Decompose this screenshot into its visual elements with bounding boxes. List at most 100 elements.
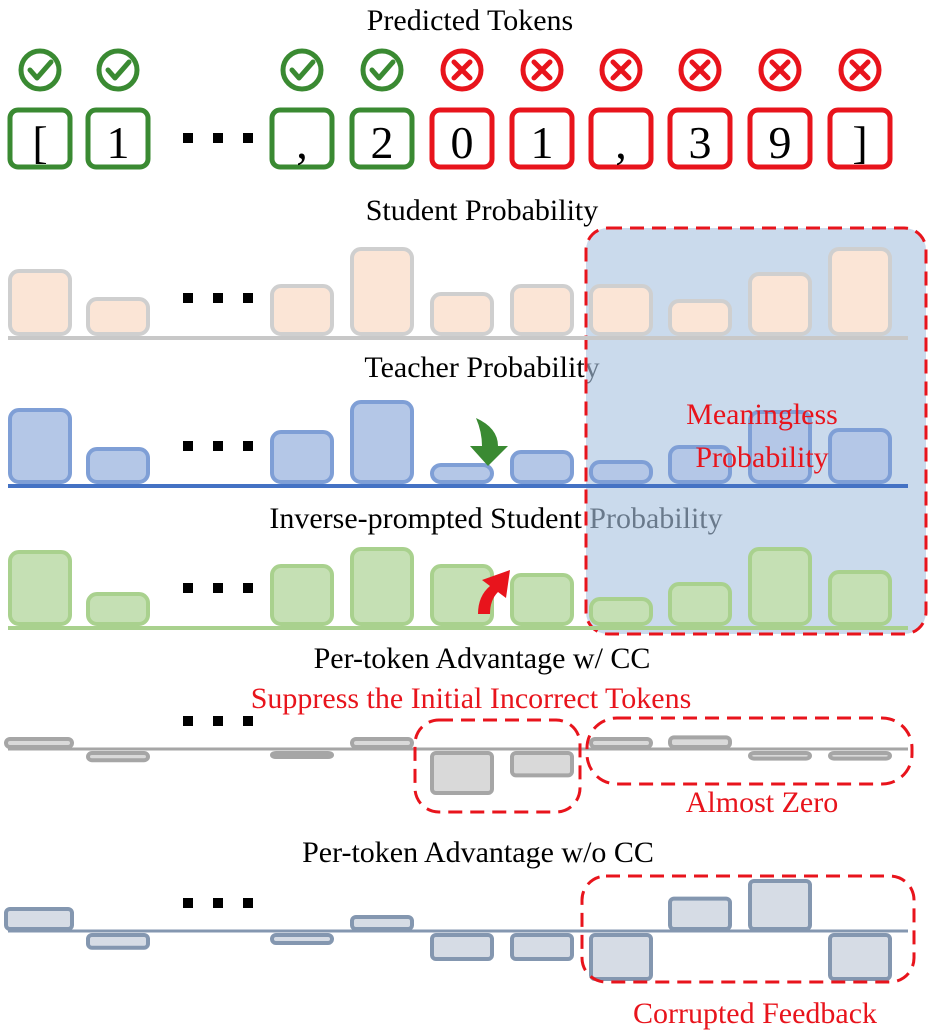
advantage-nocc-bar-8 <box>668 896 732 931</box>
check-icon <box>289 59 316 81</box>
almost-zero-label: Almost Zero <box>686 786 838 819</box>
teacher-bar-4 <box>350 400 414 484</box>
token-char: , <box>615 117 627 168</box>
ellipsis-dot <box>183 583 193 593</box>
token-ellipsis <box>183 133 253 143</box>
token-box <box>269 107 335 170</box>
inverse-bar-3 <box>270 564 334 626</box>
x-icon <box>531 59 553 81</box>
token-box <box>85 107 151 170</box>
inverse-probability-bars <box>8 547 908 630</box>
advantage-cc-bar-4 <box>350 737 414 749</box>
token-6: 1 <box>509 48 575 170</box>
token-4: 2 <box>349 48 415 170</box>
advantage-cc-bar-5 <box>430 751 494 795</box>
x-circle-icon <box>758 48 802 92</box>
advantage-nocc-bar-6 <box>510 933 574 961</box>
token-box <box>7 107 73 170</box>
check-icon <box>105 59 132 81</box>
ellipsis-dot <box>213 293 223 303</box>
advantage-cc-bar-9 <box>748 751 812 761</box>
advantage-nocc-bar-3 <box>270 933 334 945</box>
check-circle-icon <box>18 48 62 92</box>
token-10: ] <box>827 48 893 170</box>
x-circle-icon <box>440 48 484 92</box>
advantage-nocc-bar-4 <box>350 915 414 931</box>
inverse-bar-0 <box>8 550 72 626</box>
advantage-cc-title: Per-token Advantage w/ CC <box>314 642 651 675</box>
inverse-ellipsis <box>183 583 253 593</box>
check-circle-icon <box>96 48 140 92</box>
ellipsis-dot <box>183 716 193 726</box>
ellipsis-dot <box>243 293 253 303</box>
ellipsis-dot <box>213 898 223 908</box>
check-circle-icon <box>360 48 404 92</box>
x-icon <box>451 59 473 81</box>
up-arrow-icon <box>478 570 510 614</box>
student-probability-bars <box>8 247 908 340</box>
ellipsis-dot <box>183 898 193 908</box>
inverse-bar-8 <box>668 582 732 626</box>
teacher-bar-6 <box>510 450 574 484</box>
student-bar-6 <box>510 284 574 336</box>
advantage-cc-bars <box>4 716 908 795</box>
advantage-cc-bar-8 <box>668 735 732 750</box>
student-bar-3 <box>270 284 334 336</box>
suppress-label: Suppress the Initial Incorrect Tokens <box>251 682 692 715</box>
student-bar-5 <box>430 292 494 336</box>
token-char: [ <box>32 117 47 168</box>
token-char: 0 <box>451 117 474 168</box>
ellipsis-dot <box>213 716 223 726</box>
ellipsis-dot <box>213 441 223 451</box>
ellipsis-dot <box>243 441 253 451</box>
token-box <box>747 107 813 170</box>
ellipsis-dot <box>243 898 253 908</box>
predicted-tokens-title: Predicted Tokens <box>367 4 573 37</box>
corrupted-feedback-label: Corrupted Feedback <box>633 997 877 1030</box>
token-9: 9 <box>747 48 813 170</box>
token-box <box>509 107 575 170</box>
advantage-nocc-title: Per-token Advantage w/o CC <box>302 836 654 869</box>
inverse-bar-7 <box>589 597 653 626</box>
advantage-nocc-bar-10 <box>828 933 892 981</box>
token-box <box>827 107 893 170</box>
token-box <box>588 107 654 170</box>
meaningless-label-line2: Probability <box>695 441 828 474</box>
student-bar-8 <box>668 299 732 336</box>
x-circle-icon <box>520 48 564 92</box>
check-circle-icon <box>280 48 324 92</box>
teacher-ellipsis <box>183 441 253 451</box>
student-bar-1 <box>86 297 150 336</box>
teacher-bar-8 <box>668 445 732 484</box>
inverse-bar-9 <box>748 547 812 626</box>
ellipsis-dot <box>243 583 253 593</box>
student-bar-4 <box>350 247 414 336</box>
x-circle-icon <box>678 48 722 92</box>
teacher-bar-7 <box>589 460 653 484</box>
student-ellipsis <box>183 293 253 303</box>
teacher-bar-0 <box>8 408 72 484</box>
teacher-bar-1 <box>86 447 150 484</box>
x-icon <box>769 59 791 81</box>
teacher-bar-5 <box>430 463 494 484</box>
meaningless-label-line1: Meaningless <box>686 398 838 431</box>
token-box <box>429 107 495 170</box>
student-bar-9 <box>748 272 812 336</box>
advantage-nocc-bar-9 <box>748 879 812 931</box>
teacher-probability-title: Teacher Probability <box>364 351 599 384</box>
token-1: 1 <box>85 48 151 170</box>
token-0: [ <box>7 48 73 170</box>
inverse-bar-4 <box>350 547 414 626</box>
check-icon <box>369 59 396 81</box>
advantage-nocc-bar-5 <box>430 933 494 961</box>
token-char: 1 <box>107 117 130 168</box>
x-icon <box>849 59 871 81</box>
ellipsis-dot <box>213 583 223 593</box>
x-circle-icon <box>599 48 643 92</box>
advantage-nocc-bars <box>4 879 908 981</box>
ellipsis-dot <box>213 133 223 143</box>
token-box <box>667 107 733 170</box>
token-8: 3 <box>667 48 733 170</box>
